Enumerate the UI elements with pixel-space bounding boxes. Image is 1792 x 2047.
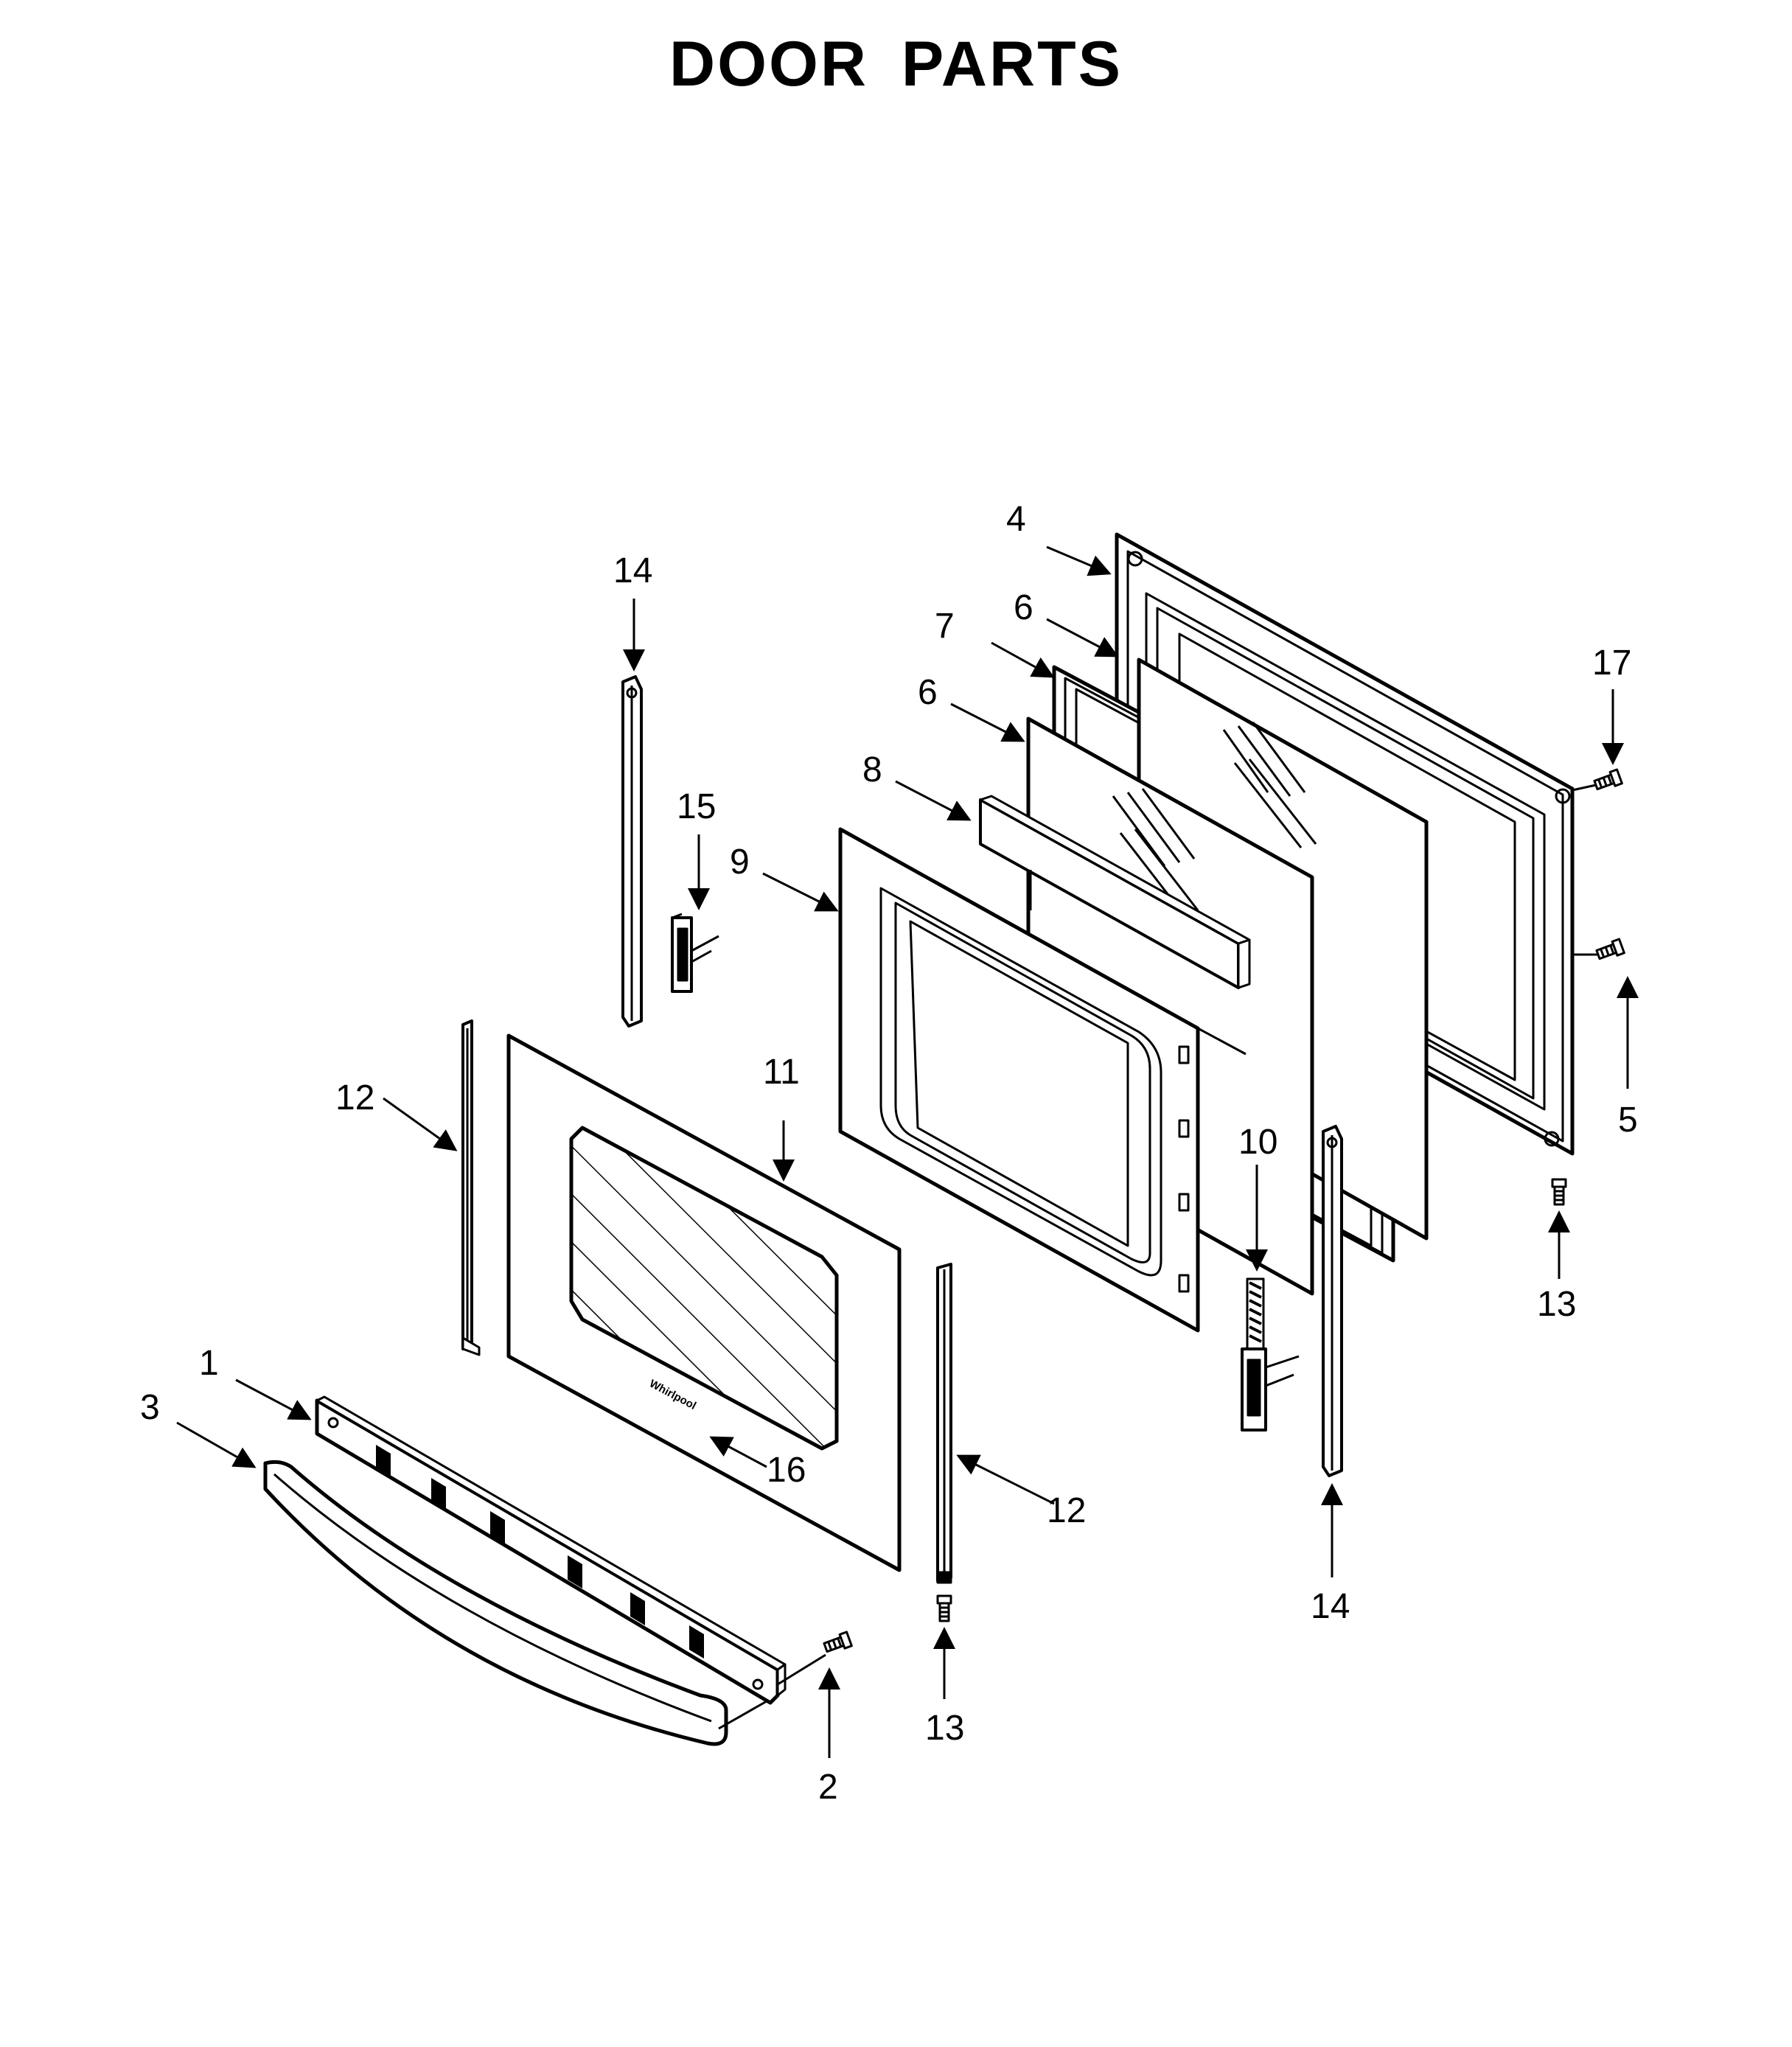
callout-16: 16 (767, 1451, 806, 1490)
callout-4: 4 (1006, 500, 1026, 539)
callout-14-upper: 14 (613, 551, 652, 590)
callout-12-left: 12 (335, 1078, 374, 1117)
callout-6-lower: 6 (918, 673, 938, 712)
alignment-lines (718, 784, 1598, 1730)
callout-14-lower: 14 (1311, 1587, 1350, 1626)
page-title: DOOR PARTS (669, 29, 1123, 100)
screw-2 (823, 1631, 853, 1653)
callout-15: 15 (677, 787, 716, 826)
hinge-channel-upper (621, 675, 643, 1028)
callout-5: 5 (1618, 1101, 1638, 1140)
screw-5 (1595, 938, 1625, 960)
callout-2: 2 (818, 1768, 838, 1807)
insulation (979, 795, 1251, 989)
callout-8: 8 (862, 750, 882, 789)
screw-17 (1593, 768, 1623, 791)
screw-13-right (1551, 1178, 1567, 1206)
callout-13-center: 13 (925, 1709, 964, 1748)
callout-11: 11 (763, 1053, 800, 1092)
hinge-receiver (671, 913, 719, 993)
side-trim-right (936, 1263, 952, 1584)
callout-17: 17 (1592, 644, 1631, 683)
callout-7: 7 (935, 607, 955, 646)
callout-1: 1 (199, 1344, 219, 1383)
callout-12-right: 12 (1047, 1491, 1086, 1530)
callout-9: 9 (730, 843, 750, 882)
callout-3: 3 (140, 1388, 160, 1427)
side-trim-left (461, 1019, 481, 1356)
hinge-assembly (1241, 1277, 1300, 1431)
outer-door-panel: Whirlpool (506, 1033, 902, 1572)
callout-labels: 4 6 7 6 8 9 14 15 17 5 10 11 12 12 16 1 … (140, 500, 1638, 1807)
hinge-channel-lower (1322, 1125, 1343, 1477)
door-handle (263, 1460, 728, 1746)
callout-10: 10 (1238, 1123, 1277, 1162)
leader-arrows (176, 545, 1639, 1758)
vent-trim (315, 1395, 787, 1705)
callout-13-right: 13 (1537, 1285, 1576, 1324)
door-liner (838, 827, 1200, 1333)
callout-6-upper: 6 (1014, 588, 1033, 627)
screw-13-center (936, 1594, 952, 1622)
